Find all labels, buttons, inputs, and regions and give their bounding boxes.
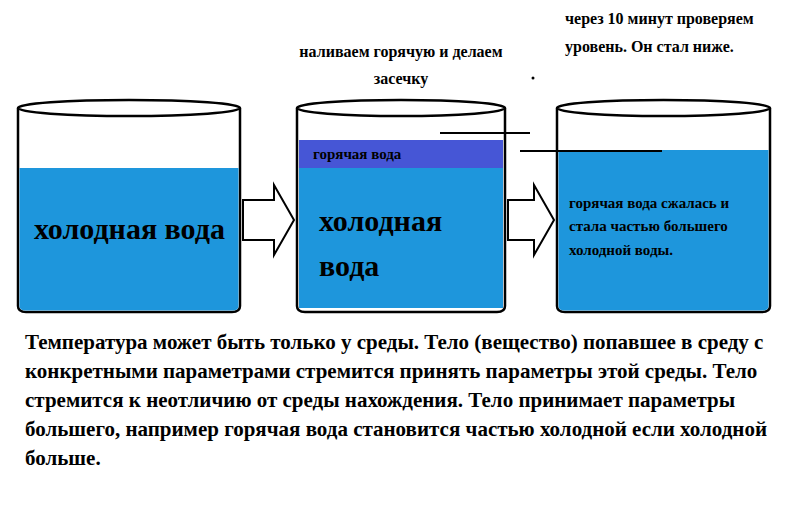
node-text: холодная вода — [34, 206, 234, 251]
dot — [532, 77, 535, 80]
beaker: холодная вода — [18, 100, 240, 312]
block-arrow — [243, 185, 294, 255]
block-arrow — [508, 185, 554, 255]
water-layer: холодная вода — [299, 168, 503, 308]
node-text: наливаем горячую и делаем засечку — [293, 38, 509, 92]
node-text: холодная вода — [319, 198, 499, 288]
beaker: через 10 минут проверяем уровень. Он ста… — [557, 100, 770, 312]
beaker: наливаем горячую и делаем засечкугорячая… — [297, 100, 505, 312]
water-fill — [559, 150, 769, 311]
water-layer: горячая вода — [299, 140, 503, 168]
node-text: горячая вода — [313, 145, 493, 163]
beaker-outline — [18, 100, 240, 312]
node-text: через 10 минут проверяем уровень. Он ста… — [565, 5, 791, 61]
water-fill — [20, 168, 239, 311]
caption: Температура может быть только у среды. Т… — [25, 328, 783, 473]
node-text: горячая вода сжалась и стала частью боль… — [569, 192, 765, 262]
